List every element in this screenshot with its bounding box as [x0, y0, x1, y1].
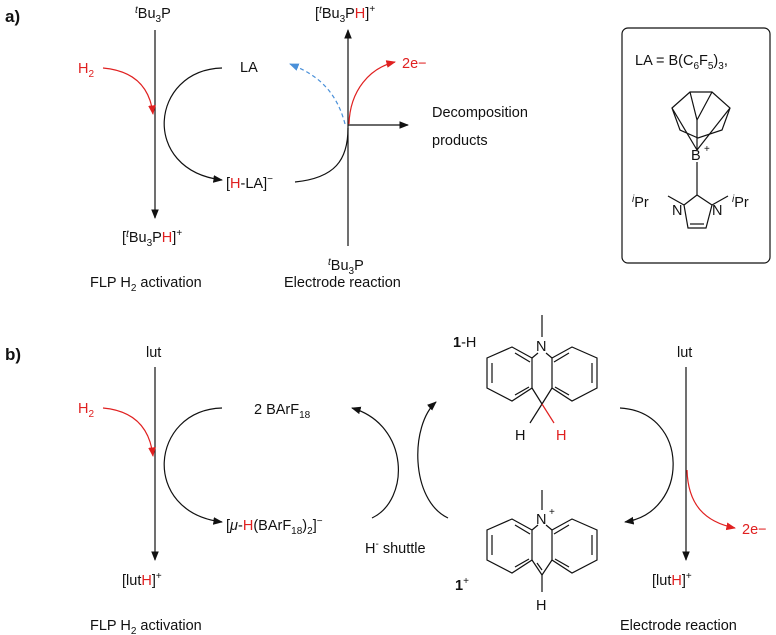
b-electron-arrow [686, 469, 736, 531]
b-acridane-h-red: H [556, 428, 566, 444]
b-one-plus-label: 1+ [455, 576, 469, 594]
b-bridged-label: [μ-H(BArF18)2]− [226, 516, 323, 537]
a-box-plus: + [704, 144, 710, 155]
b-borane-label: 2 BArF18 [254, 402, 311, 421]
b-acridane-ch-bond [541, 403, 555, 424]
a-box-boron: B [691, 148, 701, 164]
b-acridinium-n: N [536, 512, 546, 528]
a-la-label: LA [240, 60, 258, 76]
b-acridane-structure [486, 315, 598, 424]
b-one-h-label: 1-H [453, 335, 476, 351]
a-regeneration-arrow [289, 63, 346, 125]
a-h2-arrow [102, 67, 156, 115]
a-cycle-curve [163, 67, 223, 183]
a-box-ipr-left: iPr [632, 194, 649, 211]
a-bottom-right-label: tBu3P [328, 257, 364, 277]
a-caption-right: Electrode reaction [284, 275, 401, 291]
b-right-cycle-curve [619, 407, 674, 525]
a-box-ipr-right: iPr [732, 194, 749, 211]
b-lut-left: lut [146, 345, 161, 361]
a-bbn-structure [667, 91, 731, 229]
a-electron-arrow [348, 60, 396, 125]
panel-b-label: b) [5, 345, 21, 364]
b-acridane-h: H [515, 428, 525, 444]
b-caption-left: FLP H2 activation [90, 618, 202, 635]
b-luth-right: [lutH]+ [652, 571, 692, 589]
b-acridinium-structure [486, 490, 598, 592]
b-left-cycle-curve [163, 407, 223, 525]
a-box-title: LA = B(C6F5)3, [635, 53, 728, 72]
a-hydride-label: [H-LA]− [226, 174, 273, 192]
a-decomposition-label-1: Decomposition [432, 105, 528, 121]
a-box-n-right: N [712, 203, 722, 219]
b-luth-left: [lutH]+ [122, 571, 162, 589]
a-top-right-label: [tBu3PH]+ [315, 4, 375, 25]
b-acridane-n: N [536, 339, 546, 355]
b-lut-right: lut [677, 345, 692, 361]
b-acridinium-plus: + [549, 507, 555, 518]
a-box-n-left: N [672, 203, 682, 219]
a-top-left-label: tBu3P [135, 5, 171, 25]
b-electrons-label: 2e− [742, 522, 767, 538]
a-h2-label: H2 [78, 61, 94, 80]
b-acridinium-h: H [536, 598, 546, 614]
a-structure-box [621, 27, 771, 264]
a-caption-left: FLP H2 activation [90, 275, 202, 294]
b-shuttle-curve-right [417, 401, 449, 519]
b-shuttle-label: H- shuttle [365, 539, 426, 557]
b-caption-right: Electrode reaction [620, 618, 737, 634]
panel-a-label: a) [5, 7, 20, 26]
b-h2-arrow [102, 407, 156, 457]
a-right-curve [294, 127, 349, 183]
a-electrons-label: 2e− [402, 56, 427, 72]
a-bottom-left-label: [tBu3PH]+ [122, 228, 182, 249]
b-h2-label: H2 [78, 401, 94, 420]
b-shuttle-curve-left [351, 406, 399, 519]
a-decomposition-label-2: products [432, 133, 488, 149]
